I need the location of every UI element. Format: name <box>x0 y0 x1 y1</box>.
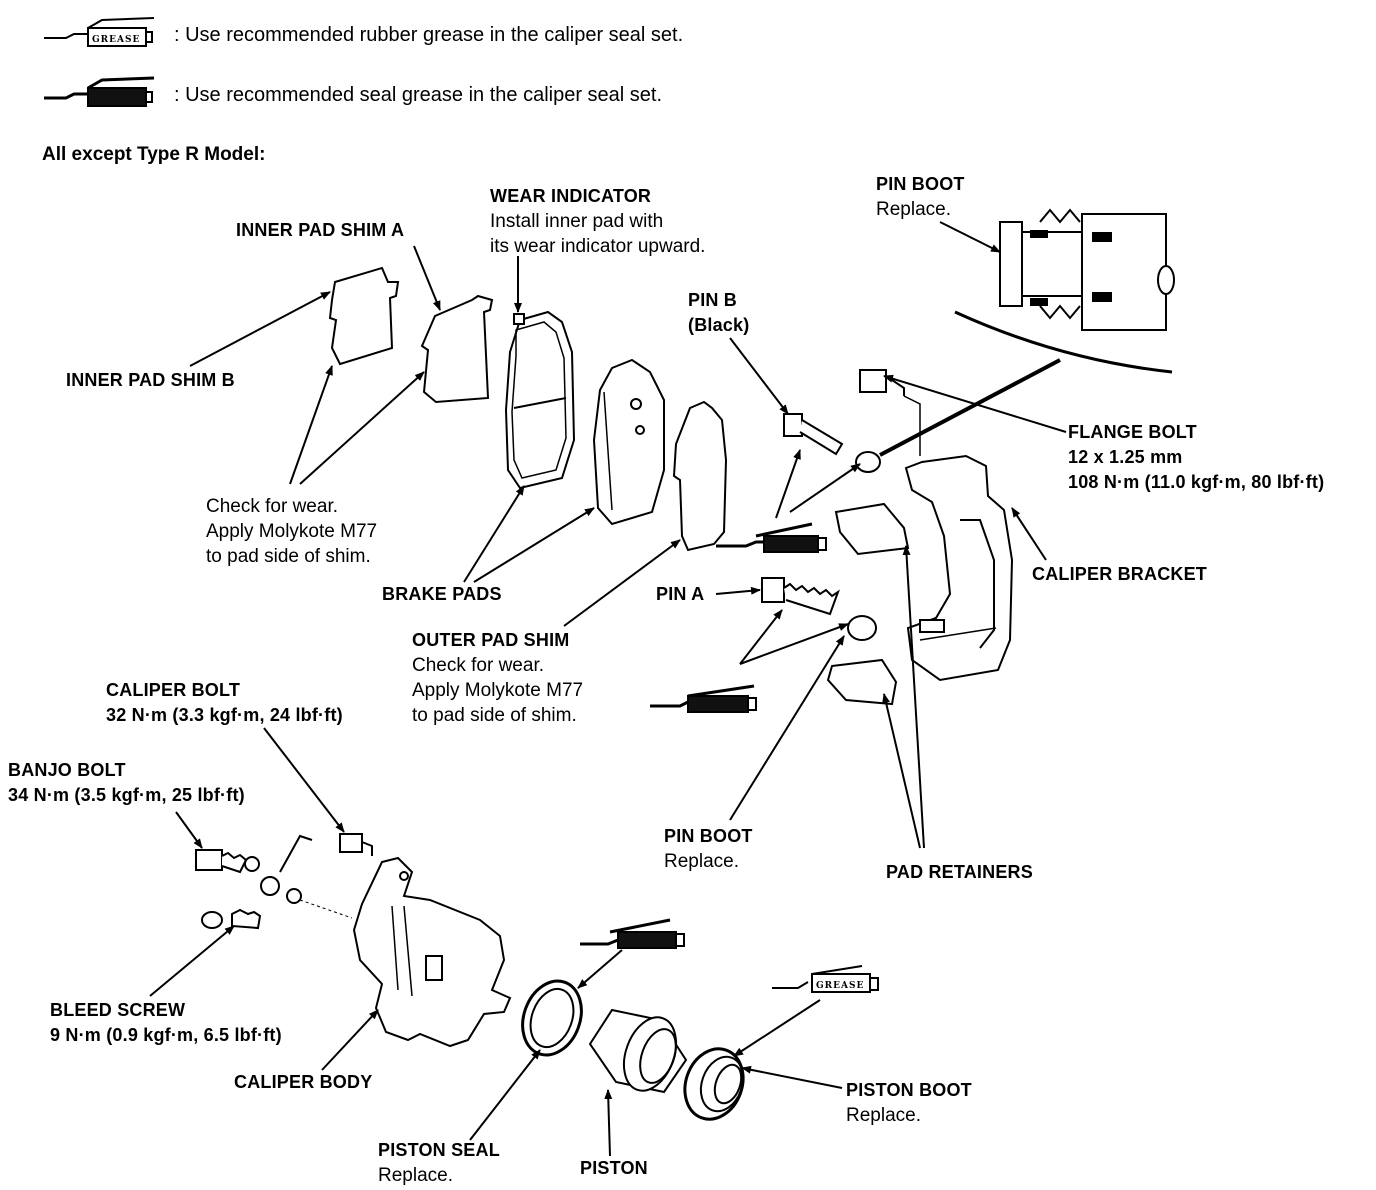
rubber-grease-tube-icon: GREASE <box>44 17 155 47</box>
flange-bolt <box>859 369 921 456</box>
piston <box>588 1008 688 1094</box>
grease-tube-piston-boot-icon: GREASE <box>772 965 879 993</box>
inner-pad-shim-b <box>328 266 400 366</box>
inner-brake-pad <box>504 310 576 490</box>
pad-retainers <box>826 502 910 706</box>
svg-text:GREASE: GREASE <box>92 35 140 45</box>
label-flange-bolt: FLANGE BOLT 12 x 1.25 mm 108 N·m (11.0 k… <box>1068 422 1325 492</box>
label-piston-seal: PISTON SEAL Replace. <box>378 1140 500 1186</box>
label-pin-boot-top: PIN BOOT Replace. <box>876 174 965 220</box>
label-brake-pads: BRAKE PADS <box>382 584 502 604</box>
inner-pad-shim-a <box>420 294 494 404</box>
bleed-screw <box>201 908 262 930</box>
label-inner-pad-shim-a: INNER PAD SHIM A <box>236 220 405 240</box>
label-pin-boot-bottom: PIN BOOT Replace. <box>664 826 753 872</box>
label-bleed-screw: BLEED SCREW 9 N·m (0.9 kgf·m, 6.5 lbf·ft… <box>50 1000 282 1045</box>
label-piston: PISTON <box>580 1158 648 1178</box>
model-subheading: All except Type R Model: <box>42 144 266 165</box>
legend-rubber-grease-text: : Use recommended rubber grease in the c… <box>174 24 684 46</box>
label-piston-boot: PISTON BOOT Replace. <box>846 1080 972 1126</box>
caliper-bracket <box>904 454 1014 682</box>
label-check-wear-inner: Check for wear. Apply Molykote M77 to pa… <box>206 496 378 567</box>
label-inner-pad-shim-b: INNER PAD SHIM B <box>66 370 235 390</box>
pin-boot-detail <box>879 208 1175 457</box>
pin-a <box>761 577 877 641</box>
caliper-bolt <box>339 833 373 856</box>
seal-grease-tube-icon <box>44 76 155 107</box>
caliper-body <box>352 856 512 1048</box>
banjo-bolt <box>195 834 353 919</box>
label-pin-b: PIN B (Black) <box>688 290 750 335</box>
outer-brake-pad <box>592 358 665 526</box>
piston-seal <box>521 979 583 1057</box>
pin-b <box>783 413 881 473</box>
grease-tube-pin-a-icon <box>650 684 757 713</box>
svg-text:GREASE: GREASE <box>816 981 864 991</box>
label-wear-indicator: WEAR INDICATOR Install inner pad with it… <box>490 186 706 257</box>
outer-pad-shim <box>672 400 728 552</box>
piston-boot <box>683 1047 745 1121</box>
grease-tube-piston-seal-icon <box>580 918 685 949</box>
grease-tube-pin-b-icon <box>716 522 827 553</box>
label-caliper-bolt: CALIPER BOLT 32 N·m (3.3 kgf·m, 24 lbf·f… <box>106 680 343 725</box>
label-caliper-bracket: CALIPER BRACKET <box>1032 564 1208 584</box>
label-outer-pad-shim: OUTER PAD SHIM Check for wear. Apply Mol… <box>412 630 584 726</box>
label-banjo-bolt: BANJO BOLT 34 N·m (3.5 kgf·m, 25 lbf·ft) <box>8 760 245 805</box>
label-pin-a: PIN A <box>656 584 705 604</box>
legend-seal-grease-text: : Use recommended seal grease in the cal… <box>174 84 663 106</box>
label-pad-retainers: PAD RETAINERS <box>886 862 1033 882</box>
label-caliper-body: CALIPER BODY <box>234 1072 373 1092</box>
leader-lines <box>149 221 1067 1157</box>
